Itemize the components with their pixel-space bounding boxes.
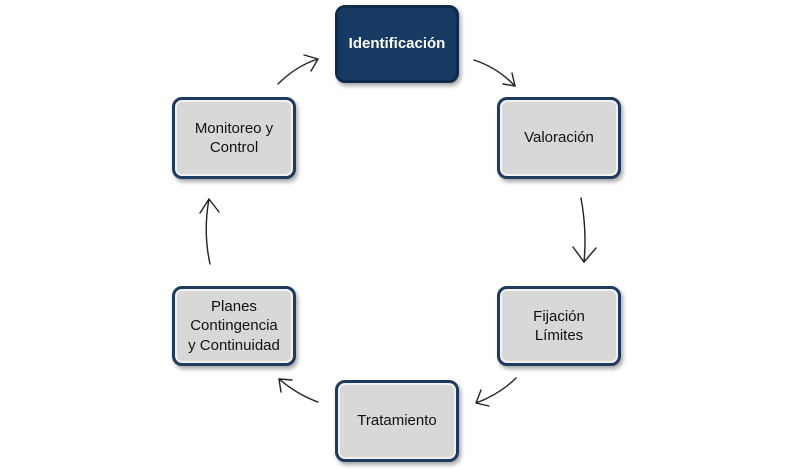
node-fijacion-limites: Fijación Límites xyxy=(497,286,621,366)
arrow-tratamiento-planes xyxy=(278,378,319,403)
arrow-monitoreo-identificacion xyxy=(277,54,319,85)
arrow-identificacion-valoracion xyxy=(473,59,516,87)
node-valoracion: Valoración xyxy=(497,97,621,179)
node-planes-contingencia: Planes Contingencia y Continuidad xyxy=(172,286,296,366)
node-monitoreo-control: Monitoreo y Control xyxy=(172,97,296,179)
node-tratamiento: Tratamiento xyxy=(335,380,459,462)
arrow-planes-monitoreo xyxy=(199,198,220,265)
node-identificacion: Identificación xyxy=(335,5,459,83)
arrow-fijacion-tratamiento xyxy=(475,377,517,407)
arrow-valoracion-fijacion xyxy=(572,197,597,263)
